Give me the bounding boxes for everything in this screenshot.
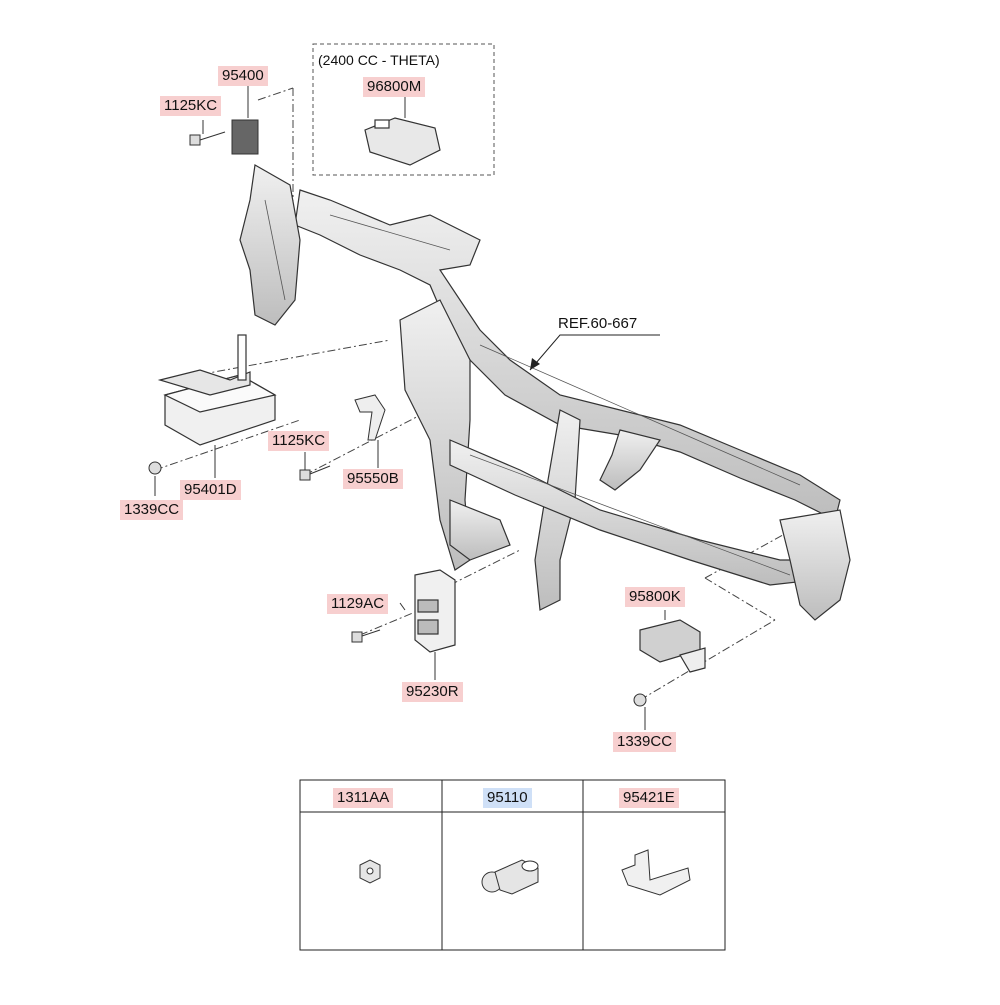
label-1339cc-left: 1339CC [120,500,184,520]
label-95800k: 95800K [625,587,685,607]
label-1129ac: 1129AC [327,594,389,614]
label-95401d: 95401D [180,480,241,500]
bolt-1129ac [351,629,381,643]
module-96800m [364,117,441,166]
ref-label: REF.60-667 [558,315,638,332]
relay-95400 [231,119,259,155]
bolt-1125kc-top [189,131,226,146]
legend-table-grid [299,779,726,951]
label-95400: 95400 [218,66,268,86]
legend-header-1311aa: 1311AA [333,788,394,808]
legend-header-95421e: 95421E [619,788,679,808]
label-96800m: 96800M [363,77,426,97]
bracket-95421e-icon [621,849,691,896]
nut-1339cc-right [633,693,647,707]
option-box [312,43,495,176]
bracket-95550b [354,394,386,441]
cross-bar-detail-lines [264,199,801,576]
label-95230r: 95230R [402,682,463,702]
legend-header-95110: 95110 [483,788,532,808]
label-1339cc-right: 1339CC [613,732,677,752]
nut-1311aa-icon [359,859,381,884]
control-unit-95401d [157,334,277,446]
ref-arrowhead [530,358,540,370]
ref-leader [529,334,660,371]
junction-block-95230r [414,569,456,653]
label-95550b: 95550B [343,469,403,489]
nut-1339cc-left [148,461,162,475]
option-condition: (2400 CC - THETA) [318,52,440,68]
module-95800k [639,619,706,673]
label-1125kc-mid: 1125KC [268,431,330,451]
grommet-95110-icon [481,859,539,895]
leader-1129ac [399,602,406,611]
cowl-cross-bar [239,164,851,621]
label-1125kc-top: 1125KC [160,96,222,116]
